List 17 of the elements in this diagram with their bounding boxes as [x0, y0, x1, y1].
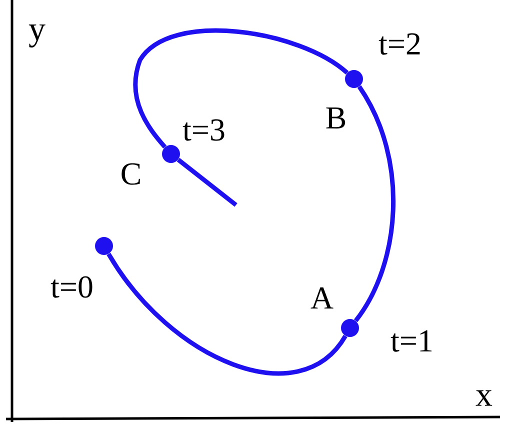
curve-point [95, 237, 113, 255]
curve-segment [133, 28, 349, 149]
axis-label: y [28, 24, 46, 48]
curve-point [162, 145, 180, 163]
point-label: t=2 [378, 33, 420, 55]
curve-segment [176, 158, 238, 207]
point-label: B [326, 107, 346, 129]
axis-label: x [476, 390, 492, 406]
point-label: t=3 [182, 119, 224, 141]
point-label: C [122, 163, 140, 185]
curve-point [341, 319, 359, 337]
point-label: A [310, 287, 334, 309]
curve-point [345, 70, 363, 88]
curve-segment [106, 252, 348, 376]
curve-segment [354, 85, 396, 322]
point-label: t=0 [50, 276, 92, 298]
point-label: t=1 [390, 330, 432, 352]
